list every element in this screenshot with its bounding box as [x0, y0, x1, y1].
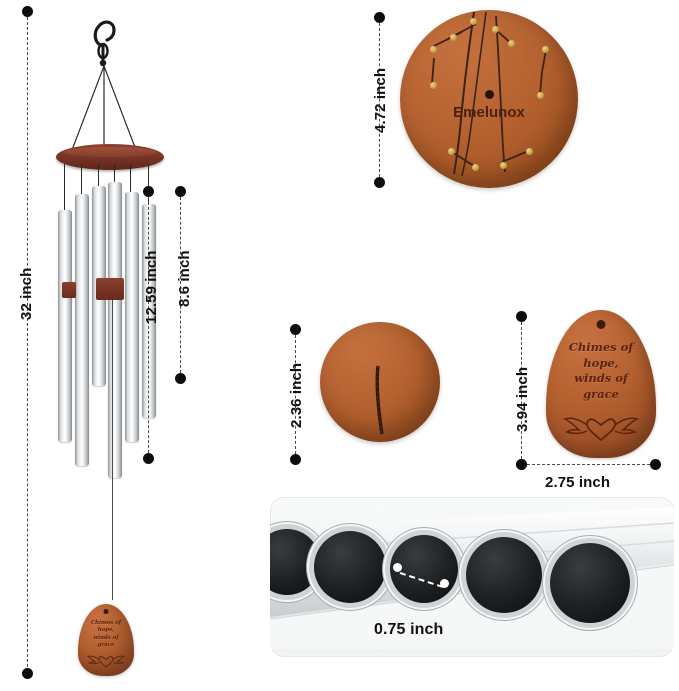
- dim-dot-472-top: [374, 12, 385, 23]
- small-wooden-disc: [320, 322, 440, 442]
- chime-tube: [125, 192, 139, 442]
- bore-dot-right: [440, 579, 449, 588]
- bore-dot-left: [393, 563, 402, 572]
- disc-eyelet: [430, 82, 437, 89]
- aluminum-tube-bundle: 0.75 inch: [270, 497, 674, 657]
- disc-eyelet: [542, 46, 549, 53]
- dim-dot-275-right: [650, 459, 661, 470]
- winged-heart-icon: [563, 417, 639, 442]
- striker-left: [62, 282, 76, 298]
- dim-dot-1259-top: [143, 186, 154, 197]
- dim-line-394: [521, 322, 522, 459]
- engraved-wind-sail: Chimes of hope, winds of grace: [546, 310, 656, 458]
- dim-dot-86-top: [175, 186, 186, 197]
- small-disc-cord: [375, 365, 384, 435]
- dim-line-32: [27, 17, 28, 672]
- disc-eyelet: [537, 92, 544, 99]
- tube-string: [130, 164, 131, 192]
- dim-line-236: [295, 335, 296, 454]
- tube-bore: [466, 537, 542, 613]
- striker-center: [96, 278, 124, 300]
- dim-label-32: 32 inch: [18, 267, 35, 320]
- dim-dot-472-bottom: [374, 177, 385, 188]
- disc-eyelet: [526, 148, 533, 155]
- sail-hole: [103, 609, 109, 614]
- dim-label-394: 3.94 inch: [514, 366, 531, 432]
- dim-dot-86-bottom: [175, 373, 186, 384]
- wind-sail-small: Chimes of hope, winds of grace: [78, 604, 134, 676]
- chime-tube: [58, 210, 72, 442]
- dim-label-86: 8.6 inch: [176, 250, 193, 307]
- tube-bore-measured: [390, 535, 458, 603]
- disc-eyelet: [470, 18, 477, 25]
- tube-string: [81, 164, 82, 194]
- dim-line-275: [527, 464, 655, 465]
- sail-engraving: Chimes of hope, winds of grace: [568, 340, 634, 401]
- dim-label-275: 2.75 inch: [545, 474, 611, 491]
- s-hook-icon: [93, 20, 116, 67]
- disc-center-hole: [485, 90, 494, 99]
- chime-tube: [142, 204, 156, 418]
- dim-label-1259: 12.59 inch: [143, 250, 160, 324]
- tube-bore: [550, 543, 630, 623]
- chime-top-disc: [56, 144, 164, 170]
- chime-tube: [108, 182, 122, 478]
- dim-dot-275-left: [516, 459, 527, 470]
- disc-cords: [431, 11, 547, 177]
- tube-bore: [314, 531, 386, 603]
- dim-line-472: [379, 23, 380, 177]
- dim-label-075: 0.75 inch: [374, 621, 444, 638]
- chime-tube: [75, 194, 89, 466]
- wind-chime-assembly: Chimes of hope, winds of grace: [40, 4, 180, 684]
- dim-dot-32-bottom: [22, 668, 33, 679]
- dim-dot-1259-bottom: [143, 453, 154, 464]
- tube-string: [98, 164, 99, 186]
- disc-eyelet: [450, 34, 457, 41]
- sail-engraving-small: Chimes of hope, winds of grace: [90, 620, 122, 648]
- engraved-wooden-top-disc: Emelunox: [400, 10, 578, 188]
- disc-eyelet: [508, 40, 515, 47]
- chime-tubes: [56, 164, 166, 600]
- dim-dot-236-bottom: [290, 454, 301, 465]
- dim-line-1259: [148, 197, 149, 453]
- dim-dot-236-top: [290, 324, 301, 335]
- winged-heart-icon: [87, 655, 125, 668]
- dim-label-472: 4.72 inch: [372, 67, 389, 133]
- dim-line-86: [180, 197, 181, 373]
- sail-drop-cord: [112, 300, 113, 600]
- bore-measure-line: [399, 572, 444, 588]
- hanging-cords: [71, 66, 137, 151]
- tube-string: [114, 164, 115, 182]
- dim-label-236: 2.36 inch: [288, 362, 305, 428]
- disc-eyelet: [500, 162, 507, 169]
- sail-hole: [596, 320, 606, 329]
- dim-dot-394-top: [516, 311, 527, 322]
- tube-string: [64, 164, 65, 210]
- dim-dot-32-top: [22, 6, 33, 17]
- disc-eyelet: [430, 46, 437, 53]
- disc-eyelet: [448, 148, 455, 155]
- tube-string: [148, 164, 149, 204]
- disc-eyelet: [492, 26, 499, 33]
- brand-engraving: Emelunox: [453, 104, 525, 121]
- disc-eyelet: [472, 164, 479, 171]
